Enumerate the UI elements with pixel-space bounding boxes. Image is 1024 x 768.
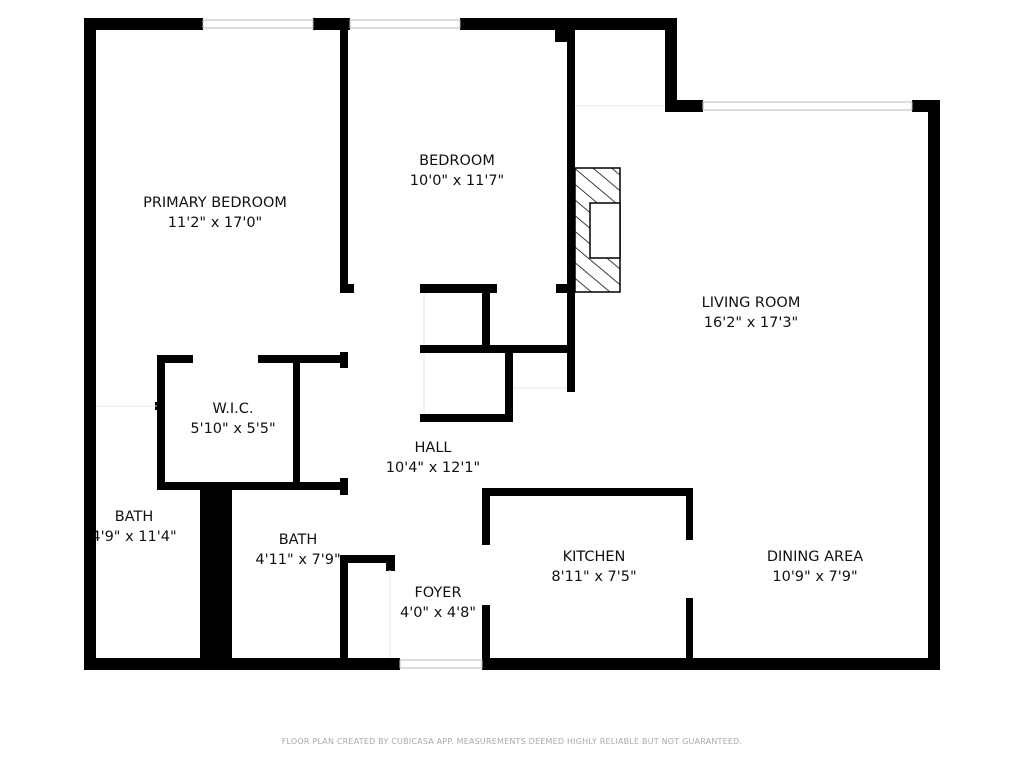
- windows: [202, 19, 913, 669]
- room-name: W.I.C.: [212, 401, 254, 417]
- disclaimer-footer: FLOOR PLAN CREATED BY CUBICASA APP. MEAS…: [281, 737, 743, 746]
- room-name: BEDROOM: [419, 153, 495, 169]
- room-dining-area: DINING AREA 10'9" x 7'9": [767, 547, 863, 587]
- room-hall: HALL 10'4" x 12'1": [386, 438, 480, 478]
- room-size: 10'0" x 11'7": [409, 173, 505, 189]
- room-name: BATH: [114, 509, 154, 525]
- room-size: 4'9" x 11'4": [91, 529, 177, 545]
- room-name: DINING AREA: [766, 549, 864, 565]
- room-bedroom: BEDROOM 10'0" x 11'7": [410, 151, 504, 191]
- room-size: 16'2" x 17'3": [703, 315, 799, 331]
- room-size: 10'4" x 12'1": [385, 460, 481, 476]
- room-living-room: LIVING ROOM 16'2" x 17'3": [702, 293, 801, 333]
- fireplace: [574, 167, 621, 293]
- room-size: 8'11" x 7'5": [551, 569, 637, 585]
- room-kitchen: KITCHEN 8'11" x 7'5": [551, 547, 636, 587]
- room-size: 11'2" x 17'0": [167, 215, 263, 231]
- room-name: PRIMARY BEDROOM: [143, 195, 287, 211]
- room-wic: W.I.C. 5'10" x 5'5": [190, 399, 275, 439]
- room-name: KITCHEN: [562, 549, 626, 565]
- room-size: 10'9" x 7'9": [772, 569, 858, 585]
- room-bath-2: BATH 4'11" x 7'9": [255, 530, 340, 570]
- room-bath-1: BATH 4'9" x 11'4": [91, 507, 176, 547]
- door-openings: [96, 105, 665, 658]
- room-size: 4'11" x 7'9": [255, 552, 341, 568]
- room-primary-bedroom: PRIMARY BEDROOM 11'2" x 17'0": [143, 193, 287, 233]
- walls: [84, 18, 940, 670]
- room-name: LIVING ROOM: [701, 295, 801, 311]
- room-size: 5'10" x 5'5": [190, 421, 276, 437]
- room-name: BATH: [278, 532, 318, 548]
- room-size: 4'0" x 4'8": [399, 605, 477, 621]
- room-foyer: FOYER 4'0" x 4'8": [400, 583, 476, 623]
- room-name: FOYER: [414, 585, 462, 601]
- room-name: HALL: [414, 440, 452, 456]
